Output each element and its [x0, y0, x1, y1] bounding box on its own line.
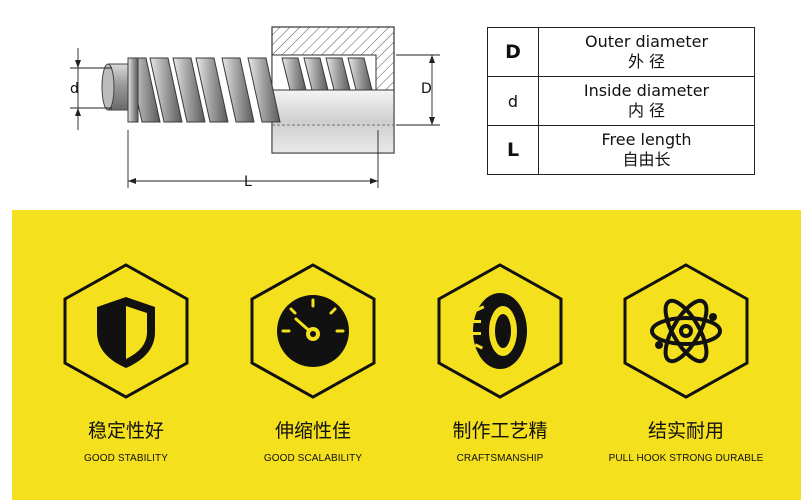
- outer-diameter-en: Outer diameter: [584, 32, 709, 51]
- spring-dimension-diagram: d D L: [70, 26, 440, 190]
- rod-end: [101, 63, 115, 111]
- inside-diameter-cn: 内 径: [627, 101, 666, 120]
- table-row: d Inside diameter 内 径: [487, 76, 755, 126]
- feature-title-cn: 伸缩性佳: [274, 420, 351, 442]
- feature-title-cn: 结实耐用: [647, 420, 724, 442]
- tire-icon: [437, 263, 563, 399]
- feature-stability: 稳定性好 GOOD STABILITY: [36, 262, 216, 464]
- symbol-inside-diameter: d: [507, 91, 519, 111]
- feature-title-en: CRAFTSMANSHIP: [456, 453, 544, 464]
- symbol-free-length: L: [506, 139, 520, 161]
- shield-icon: [63, 263, 189, 399]
- dimension-legend-table: D Outer diameter 外 径 d Inside diameter 内…: [487, 27, 755, 175]
- feature-title-en: PULL HOOK STRONG DURABLE: [608, 453, 764, 464]
- feature-title-cn: 制作工艺精: [452, 420, 548, 442]
- feature-durable: 结实耐用 PULL HOOK STRONG DURABLE: [596, 262, 776, 464]
- label-d: d: [70, 81, 79, 97]
- free-length-en: Free length: [601, 130, 692, 149]
- label-L: L: [244, 174, 252, 190]
- inside-diameter-en: Inside diameter: [583, 81, 710, 100]
- table-row: L Free length 自由长: [487, 125, 755, 175]
- feature-title-cn: 稳定性好: [87, 420, 164, 442]
- symbol-outer-diameter: D: [505, 41, 521, 63]
- gauge-icon: [250, 263, 376, 399]
- outer-diameter-cn: 外 径: [627, 52, 666, 71]
- atom-icon: [623, 263, 749, 399]
- free-length-cn: 自由长: [622, 150, 671, 169]
- feature-title-en: GOOD SCALABILITY: [263, 453, 363, 464]
- feature-craftsmanship: 制作工艺精 CRAFTSMANSHIP: [410, 262, 590, 464]
- feature-scalability: 伸缩性佳 GOOD SCALABILITY: [223, 262, 403, 464]
- inner-cylinder: [271, 89, 395, 154]
- label-D: D: [421, 81, 432, 97]
- table-row: D Outer diameter 外 径: [487, 27, 755, 77]
- spring-coils: [127, 57, 373, 123]
- feature-title-en: GOOD STABILITY: [83, 453, 168, 464]
